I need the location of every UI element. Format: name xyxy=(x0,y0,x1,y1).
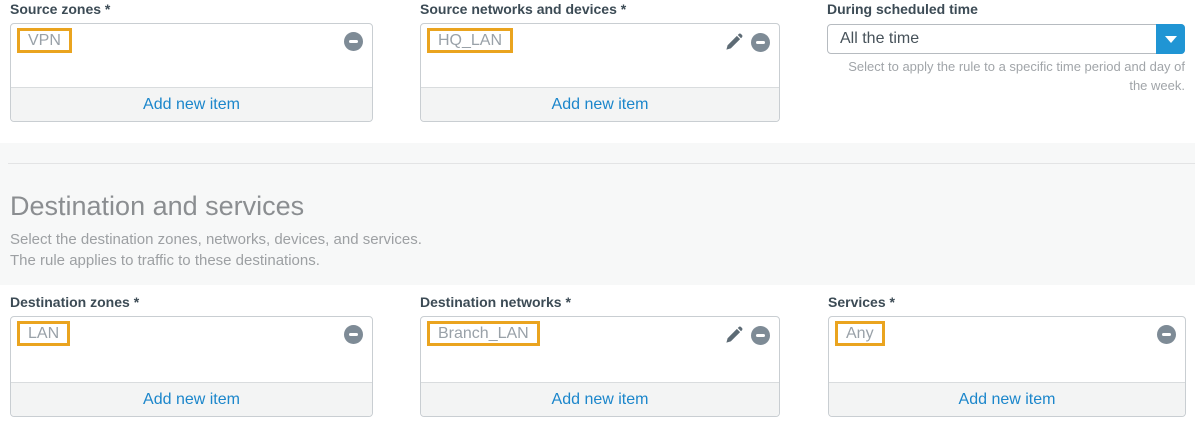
listbox-footer: Add new item xyxy=(421,382,779,416)
field-label-text: During scheduled time xyxy=(827,1,978,17)
chevron-down-icon[interactable] xyxy=(1156,24,1185,54)
listbox-footer: Add new item xyxy=(421,87,779,121)
schedule-field: During scheduled time All the time Selec… xyxy=(827,1,1185,101)
field-label-text: Source networks and devices xyxy=(420,1,617,17)
source-zones-items: VPN xyxy=(11,24,372,88)
add-new-item-button[interactable]: Add new item xyxy=(958,390,1056,408)
field-label: Source networks and devices * xyxy=(420,1,780,17)
listbox-footer: Add new item xyxy=(829,382,1185,416)
required-asterisk: * xyxy=(565,294,571,310)
field-label: Destination networks * xyxy=(420,294,780,310)
add-new-item-button[interactable]: Add new item xyxy=(551,95,649,113)
required-asterisk: * xyxy=(620,1,627,17)
selected-item: Any xyxy=(835,321,885,346)
destination-networks-listbox: Branch_LAN Add new item xyxy=(420,316,780,417)
schedule-select[interactable]: All the time xyxy=(827,24,1185,54)
section-title: Destination and services xyxy=(10,191,305,221)
listbox-footer: Add new item xyxy=(11,382,372,416)
source-zones-listbox: VPN Add new item xyxy=(10,23,373,122)
add-new-item-button[interactable]: Add new item xyxy=(551,390,649,408)
schedule-select-value: All the time xyxy=(840,30,920,47)
field-label: Source zones * xyxy=(10,1,373,17)
listbox-footer: Add new item xyxy=(11,87,372,121)
pencil-icon[interactable] xyxy=(724,32,744,52)
destination-zones-field: Destination zones * LAN Add new item xyxy=(10,294,373,417)
selected-item: VPN xyxy=(17,28,72,53)
pencil-icon[interactable] xyxy=(724,325,744,345)
section-description-line2: The rule applies to traffic to these des… xyxy=(10,252,320,269)
source-zones-field: Source zones * VPN Add new item xyxy=(10,1,373,122)
destination-zones-items: LAN xyxy=(11,317,372,383)
remove-icon[interactable] xyxy=(751,32,770,52)
item-actions xyxy=(344,32,363,51)
section-divider xyxy=(8,163,1195,164)
required-asterisk: * xyxy=(133,294,140,310)
remove-icon[interactable] xyxy=(344,325,363,344)
selected-item: Branch_LAN xyxy=(427,321,540,346)
list-item: LAN xyxy=(11,317,372,351)
list-item: Any xyxy=(829,317,1185,351)
item-actions xyxy=(724,325,770,345)
add-new-item-button[interactable]: Add new item xyxy=(143,390,240,408)
required-asterisk: * xyxy=(104,1,111,17)
list-item: HQ_LAN xyxy=(421,24,779,58)
remove-icon[interactable] xyxy=(344,32,363,51)
item-actions xyxy=(344,325,363,344)
services-listbox: Any Add new item xyxy=(828,316,1186,417)
item-actions xyxy=(1157,325,1176,344)
required-asterisk: * xyxy=(889,294,895,310)
source-networks-items: HQ_LAN xyxy=(421,24,779,88)
add-new-item-button[interactable]: Add new item xyxy=(143,95,240,113)
services-items: Any xyxy=(829,317,1185,383)
field-label-text: Destination zones xyxy=(10,294,130,310)
schedule-help-text: Select to apply the rule to a specific t… xyxy=(848,59,1185,93)
destination-section-header: Destination and services Select the dest… xyxy=(0,143,1195,285)
list-item: VPN xyxy=(11,24,372,58)
field-label: Destination zones * xyxy=(10,294,373,310)
destination-networks-field: Destination networks * Branch_LAN Add ne… xyxy=(420,294,780,417)
selected-item: LAN xyxy=(17,321,71,346)
selected-item: HQ_LAN xyxy=(427,28,514,53)
destination-networks-items: Branch_LAN xyxy=(421,317,779,383)
source-networks-field: Source networks and devices * HQ_LAN Add… xyxy=(420,1,780,122)
field-label: Services * xyxy=(828,294,1186,310)
remove-icon[interactable] xyxy=(751,325,770,345)
item-actions xyxy=(724,32,770,52)
source-networks-listbox: HQ_LAN Add new item xyxy=(420,23,780,122)
services-field: Services * Any Add new item xyxy=(828,294,1186,417)
field-label-text: Services xyxy=(828,294,886,310)
destination-zones-listbox: LAN Add new item xyxy=(10,316,373,417)
section-description: Select the destination zones, networks, … xyxy=(10,229,422,271)
section-description-line1: Select the destination zones, networks, … xyxy=(10,231,422,248)
field-label-text: Source zones xyxy=(10,1,102,17)
field-label: During scheduled time xyxy=(827,1,1185,17)
remove-icon[interactable] xyxy=(1157,325,1176,344)
list-item: Branch_LAN xyxy=(421,317,779,351)
field-label-text: Destination networks xyxy=(420,294,562,310)
